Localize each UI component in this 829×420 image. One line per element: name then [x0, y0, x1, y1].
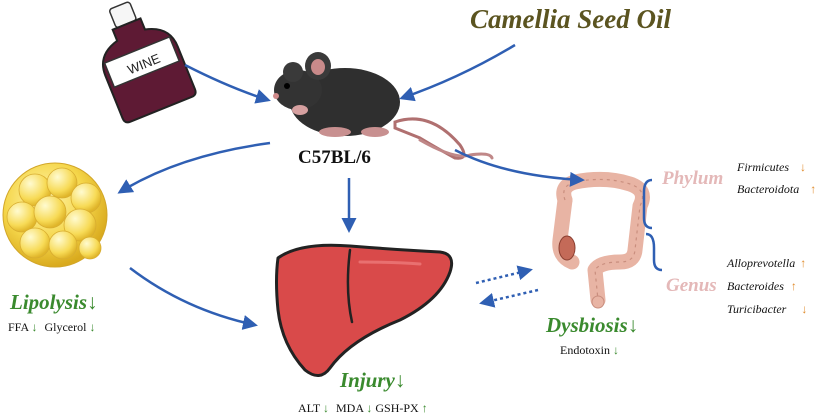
treatment-title: Camellia Seed Oil: [470, 4, 671, 34]
genus-bracket: [645, 232, 663, 272]
genus-item-turicibacter: Turicibacter ↓: [727, 302, 807, 317]
phylum-item-firmicutes: Firmicutes ↓: [737, 160, 806, 175]
taxon-bacteroidota-arrow: ↑: [810, 182, 817, 196]
injury-heading: Injury↓: [340, 368, 405, 393]
taxon-alloprevotella: Alloprevotella: [727, 256, 796, 270]
marker-endotoxin-arrow: ↓: [613, 343, 619, 357]
marker-ffa: FFA: [8, 320, 29, 334]
marker-gshpx: GSH-PX: [375, 401, 419, 415]
taxon-turicibacter: Turicibacter: [727, 302, 787, 316]
marker-glycerol-arrow: ↓: [89, 320, 96, 334]
arrow-liver-to-colon-dotted: [475, 265, 533, 285]
adipose-tissue-icon: [2, 162, 108, 268]
taxon-firmicutes: Firmicutes: [737, 160, 789, 174]
liver-icon: [275, 243, 454, 377]
injury-arrow: ↓: [394, 368, 406, 392]
colon-icon: [552, 171, 650, 309]
mouse-strain-label: C57BL/6: [298, 147, 371, 168]
arrow-colon-to-liver-dotted: [479, 288, 539, 308]
taxon-bacteroides: Bacteroides: [727, 279, 784, 293]
genus-heading: Genus: [666, 275, 717, 296]
wine-bottle-icon: [102, 1, 197, 124]
phylum-item-bacteroidota: Bacteroidota ↑: [737, 182, 816, 197]
taxon-alloprevotella-arrow: ↑: [800, 256, 807, 270]
phylum-heading: Phylum: [662, 168, 724, 189]
injury-markers: ALT ↓ MDA ↓ GSH-PX ↑: [298, 401, 428, 416]
arrow-mouse-to-fat: [117, 141, 271, 194]
dysbiosis-heading-text: Dysbiosis: [546, 313, 628, 337]
marker-endotoxin: Endotoxin: [560, 343, 610, 357]
genus-item-alloprevotella: Alloprevotella ↑: [727, 256, 806, 271]
arrow-fat-to-liver: [129, 267, 258, 330]
lipolysis-markers: FFA ↓ Glycerol ↓: [8, 320, 95, 335]
marker-gshpx-arrow: ↑: [421, 401, 428, 415]
marker-alt: ALT: [298, 401, 321, 415]
taxon-firmicutes-arrow: ↓: [800, 160, 806, 174]
marker-alt-arrow: ↓: [323, 401, 330, 415]
arrow-wine-to-mouse: [184, 63, 271, 104]
taxon-bacteroidota: Bacteroidota: [737, 182, 800, 196]
taxon-turicibacter-arrow: ↓: [801, 302, 808, 316]
phylum-bracket: [642, 178, 653, 230]
marker-ffa-arrow: ↓: [31, 320, 38, 334]
arrow-mouse-to-colon: [454, 148, 585, 187]
marker-mda: MDA: [336, 401, 364, 415]
dysbiosis-arrow: ↓: [627, 313, 639, 337]
dysbiosis-markers: Endotoxin ↓: [560, 343, 619, 358]
marker-mda-arrow: ↓: [366, 401, 373, 415]
lipolysis-heading-text: Lipolysis: [10, 290, 87, 314]
marker-glycerol: Glycerol: [44, 320, 87, 334]
arrow-oil-to-mouse: [399, 43, 516, 102]
taxon-bacteroides-arrow: ↑: [790, 279, 797, 293]
mouse-icon: [273, 52, 494, 160]
injury-heading-text: Injury: [340, 368, 395, 392]
genus-item-bacteroides: Bacteroides ↑: [727, 279, 797, 294]
lipolysis-heading: Lipolysis↓: [10, 290, 98, 315]
lipolysis-arrow: ↓: [87, 290, 98, 314]
dysbiosis-heading: Dysbiosis↓: [546, 313, 638, 338]
